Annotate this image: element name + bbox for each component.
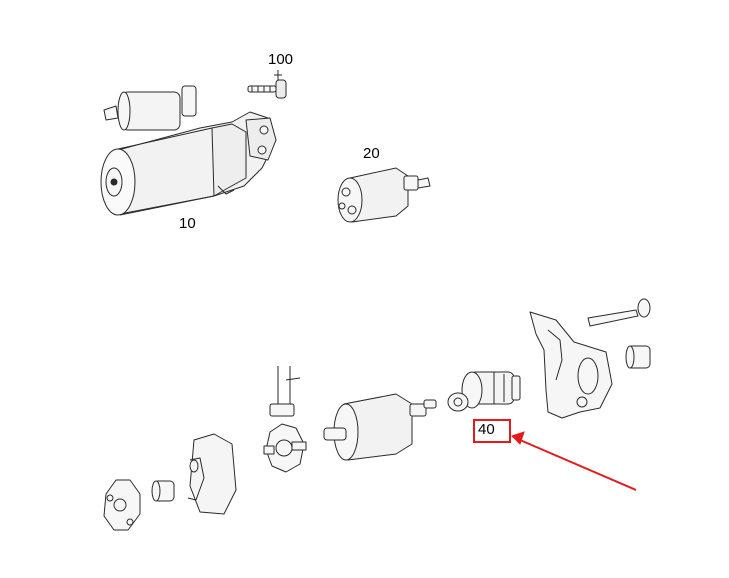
solenoid-switch-icon[interactable] <box>338 168 430 222</box>
pinion-drive-gear-icon[interactable] <box>448 372 520 411</box>
end-cover-plate-icon[interactable] <box>104 480 140 530</box>
drive-end-housing-icon[interactable] <box>530 312 612 418</box>
through-bolt-icon[interactable] <box>588 299 650 326</box>
commutator-end-housing-icon[interactable] <box>188 434 236 514</box>
callout-label-40[interactable]: 40 <box>478 421 495 438</box>
brush-holder-icon[interactable] <box>264 366 306 472</box>
bushing-icon[interactable] <box>152 481 174 501</box>
highlight-box <box>473 419 511 443</box>
pointer-arrow-icon <box>511 431 637 491</box>
callout-label-10: 10 <box>179 215 196 232</box>
starter-motor-assembly-icon[interactable] <box>101 86 276 215</box>
armature-field-frame-icon[interactable] <box>324 394 436 460</box>
callout-label-20: 20 <box>363 145 380 162</box>
bearing-sleeve-icon[interactable] <box>626 346 650 368</box>
callout-label-100: 100 <box>268 51 294 68</box>
mounting-bolt-icon[interactable] <box>248 70 286 98</box>
